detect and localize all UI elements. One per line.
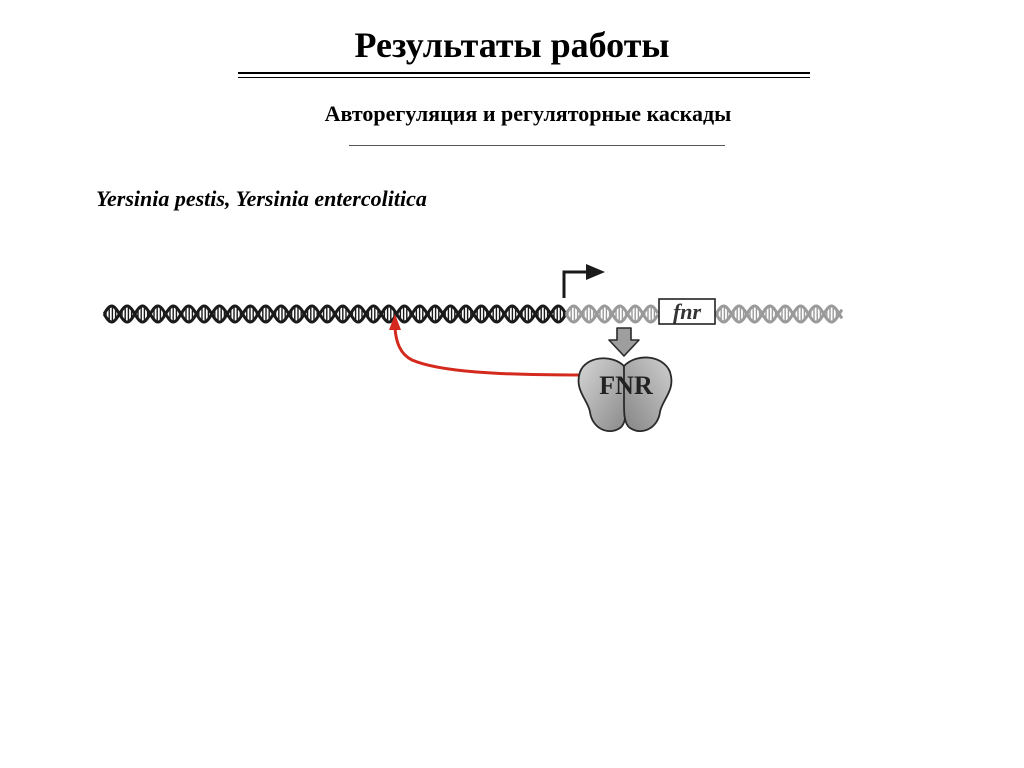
- fnr-protein-label: FNR: [599, 371, 653, 400]
- dna-strand: [564, 304, 660, 324]
- slide-title: Результаты работы: [354, 25, 670, 65]
- dna-helix-upstream: [102, 304, 568, 324]
- promoter-arrow-icon: [562, 264, 605, 298]
- fnr-protein-dimer: FNR: [577, 356, 673, 433]
- dna-strand: [714, 304, 844, 324]
- subtitle-underline: [349, 145, 725, 146]
- fnr-gene-box: fnr: [658, 298, 716, 325]
- slide-subtitle: Авторегуляция и регуляторные каскады: [324, 101, 732, 126]
- title-underline: [238, 72, 810, 78]
- organism-names: Yersinia pestis, Yersinia entercolitica: [96, 186, 427, 211]
- expression-arrow-icon: [608, 327, 640, 357]
- dna-helix-gene: [564, 304, 844, 324]
- dna-strand: [714, 304, 844, 324]
- dna-strand: [102, 304, 568, 324]
- fnr-gene-label: fnr: [673, 299, 702, 324]
- autoregulation-arrow: [389, 314, 581, 377]
